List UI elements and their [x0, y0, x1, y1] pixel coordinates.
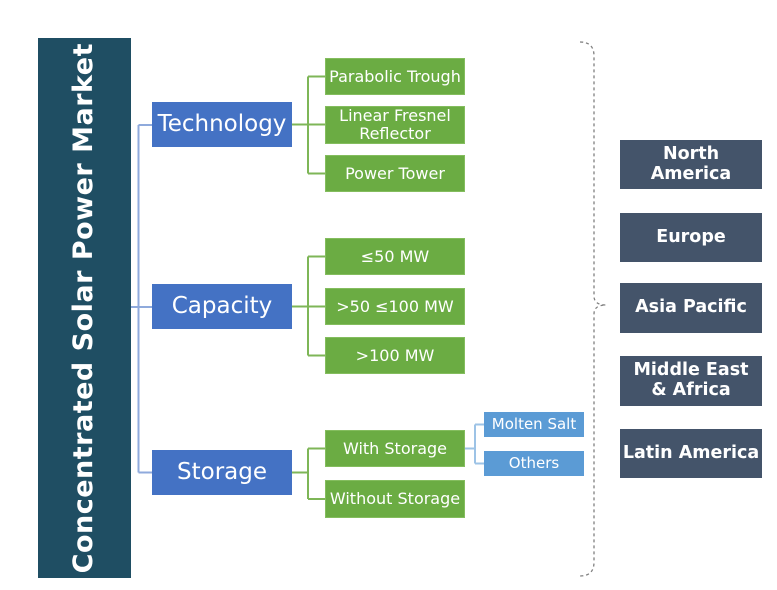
storage-branch-connectors	[292, 447, 325, 500]
capacity-50-100mw: >50 ≤100 MW	[325, 288, 465, 325]
storage-with-storage: With Storage	[325, 430, 465, 467]
segment-technology: Technology	[152, 102, 292, 147]
with-storage-others: Others	[484, 451, 584, 476]
technology-parabolic-trough: Parabolic Trough	[325, 58, 465, 95]
segment-storage: Storage	[152, 450, 292, 495]
region-latin-america: Latin America	[620, 429, 762, 478]
with-storage-sub-connectors	[465, 423, 484, 465]
technology-linear-fresnel-reflector: Linear Fresnel Reflector	[325, 106, 465, 144]
root-title-bar: Concentrated Solar Power Market	[38, 38, 131, 578]
region-middle-east-africa: Middle East & Africa	[620, 356, 762, 406]
region-asia-pacific: Asia Pacific	[620, 283, 762, 333]
segment-capacity: Capacity	[152, 284, 292, 329]
storage-without-storage: Without Storage	[325, 480, 465, 518]
with-storage-molten-salt: Molten Salt	[484, 412, 584, 437]
technology-power-tower: Power Tower	[325, 155, 465, 192]
diagram-title: Concentrated Solar Power Market	[68, 42, 100, 574]
trunk-connectors	[131, 124, 152, 474]
capacity-gt-100mw: >100 MW	[325, 337, 465, 374]
regions-brace	[579, 41, 607, 577]
technology-branch-connectors	[292, 75, 325, 175]
capacity-le-50mw: ≤50 MW	[325, 238, 465, 275]
capacity-branch-connectors	[292, 255, 325, 357]
region-europe: Europe	[620, 213, 762, 262]
region-north-america: North America	[620, 140, 762, 189]
